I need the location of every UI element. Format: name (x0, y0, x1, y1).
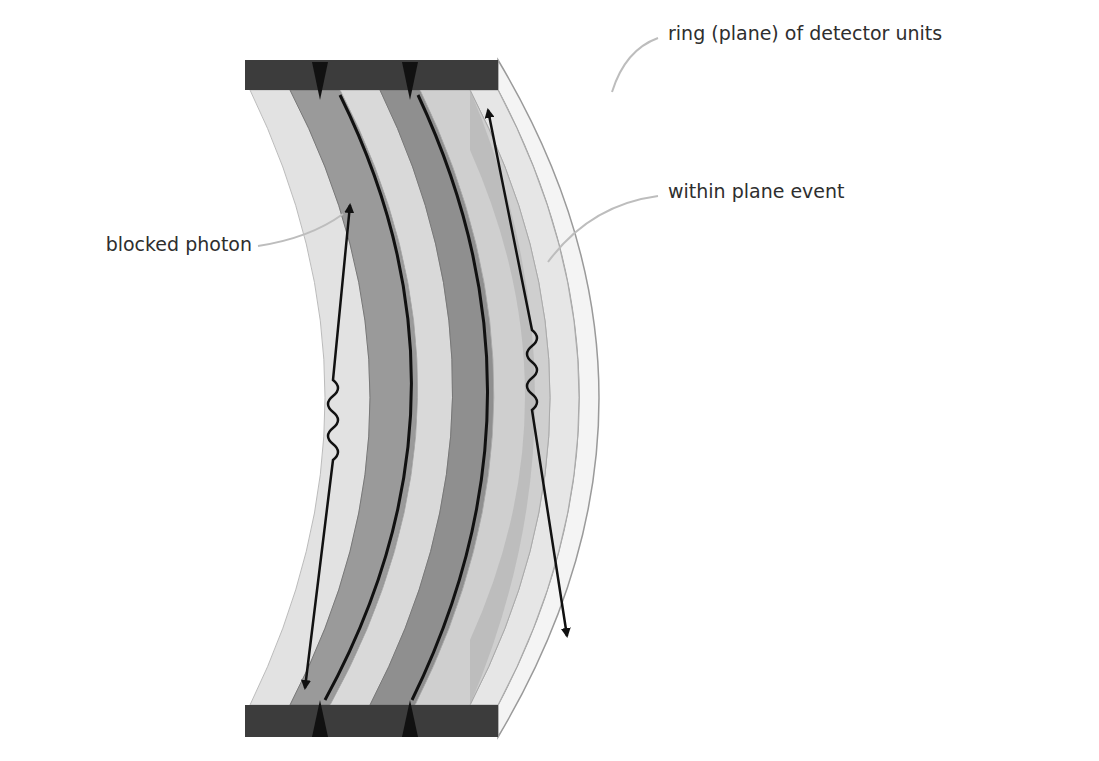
callout-label: within plane event (668, 180, 845, 203)
callout-label: ring (plane) of detector units (668, 22, 942, 45)
callout-label: blocked photon (106, 233, 252, 256)
